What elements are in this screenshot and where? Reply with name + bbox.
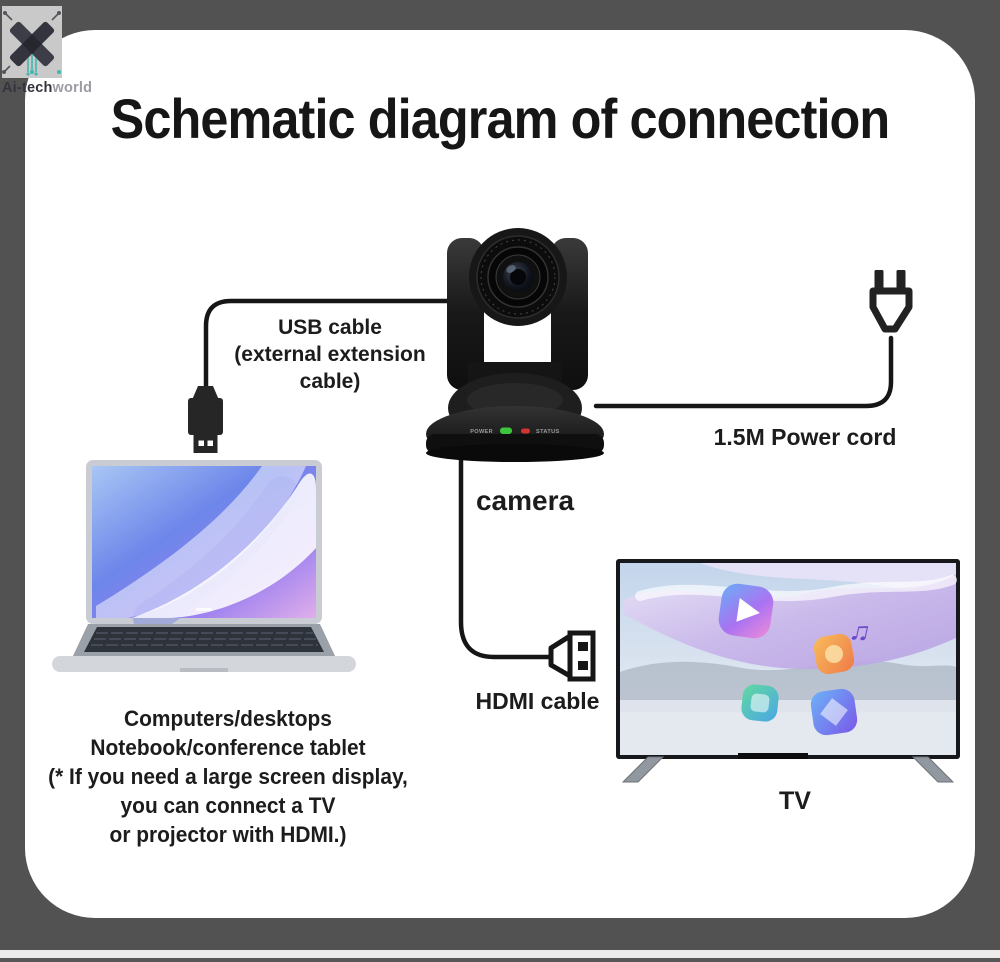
tv-left-leg — [621, 756, 665, 783]
tv-right-leg — [911, 756, 955, 783]
power-cord-label: 1.5M Power cord — [713, 424, 897, 450]
hdmi-cable-label: HDMI cable — [475, 688, 600, 714]
brand-name-bold: Ai-tech — [2, 80, 53, 96]
page-title: Schematic diagram of connection — [110, 87, 891, 150]
tv-label: TV — [779, 787, 811, 815]
brand-logo-box — [2, 6, 62, 78]
power-cable-line — [593, 335, 894, 409]
circuit-x-logo-icon — [2, 11, 61, 76]
camera-power-led-label: POWER — [470, 429, 493, 435]
camera-status-led — [521, 428, 530, 434]
hdmi-plug-icon — [548, 630, 596, 682]
brand-name-light: world — [52, 80, 93, 96]
power-plug-icon — [869, 270, 913, 333]
usb-cable-line — [203, 298, 452, 391]
bottom-light-strip — [0, 950, 1000, 958]
usb-cable-label: USB cable (external extension cable) — [234, 316, 426, 393]
tv-play-icon — [718, 583, 774, 639]
usb-plug-icon — [188, 386, 223, 453]
laptop-base — [52, 656, 356, 672]
camera-lens — [469, 228, 567, 326]
laptop-graphic — [52, 460, 356, 672]
connection-note: Computers/desktops Notebook/conference t… — [48, 706, 408, 847]
tv-orange-cube-icon — [813, 633, 855, 675]
tv-graphic: ♫ — [616, 559, 960, 783]
camera-status-led-label: STATUS — [536, 429, 560, 435]
camera-power-led — [500, 427, 512, 434]
camera-graphic: POWER STATUS — [426, 228, 604, 462]
brand-name: Ai-techworld — [2, 80, 92, 96]
camera-indicator-panel: POWER STATUS — [470, 427, 560, 435]
camera-label: camera — [475, 485, 575, 516]
hdmi-cable-line — [458, 447, 553, 660]
tv-green-cube-icon — [741, 684, 779, 722]
tv-stand-bar — [738, 753, 808, 759]
tv-blue-cube-icon — [810, 688, 858, 736]
bottom-edge-strip — [0, 958, 1000, 962]
